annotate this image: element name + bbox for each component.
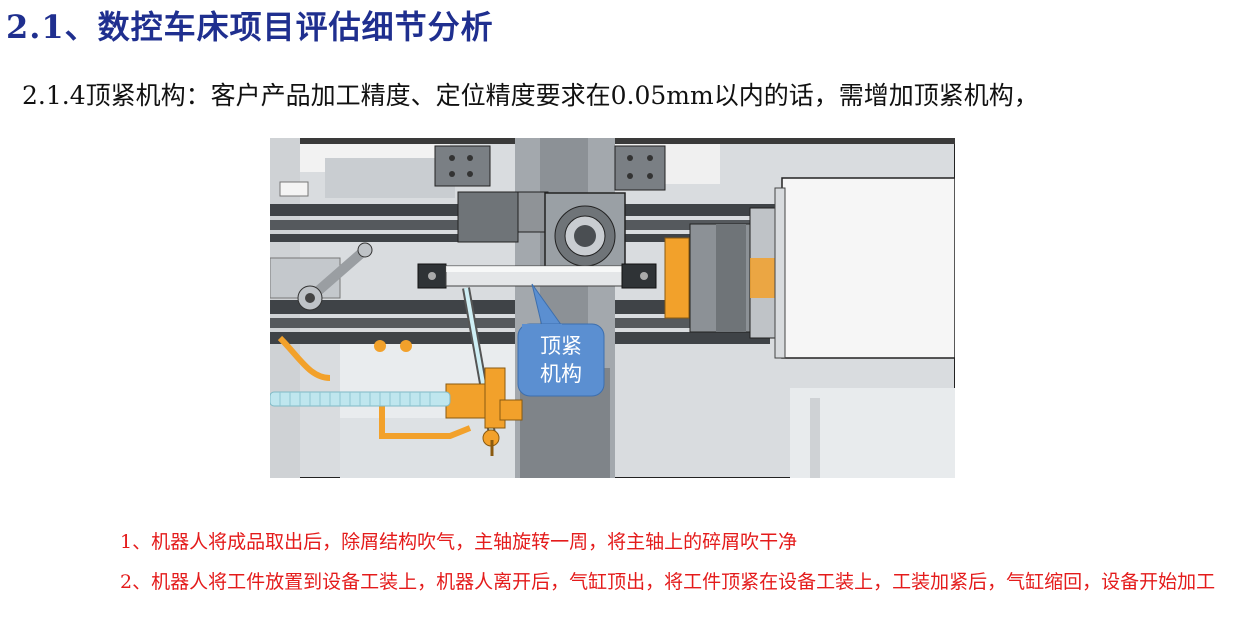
callout-line-1: 顶紧: [540, 334, 582, 358]
process-steps: 1、机器人将成品取出后，除屑结构吹气，主轴旋转一周，将主轴上的碎屑吹干净 2、机…: [120, 527, 1230, 597]
section-subtitle: 2.1.4顶紧机构：客户产品加工精度、定位精度要求在0.05mm以内的话，需增加…: [22, 81, 1039, 110]
step-2: 2、机器人将工件放置到设备工装上，机器人离开后，气缸顶出，将工件顶紧在设备工装上…: [120, 571, 1216, 593]
callout-label: 顶紧 机构: [520, 332, 602, 388]
step-1: 1、机器人将成品取出后，除屑结构吹气，主轴旋转一周，将主轴上的碎屑吹干净: [120, 531, 798, 553]
callout-line-2: 机构: [540, 362, 582, 386]
mechanism-illustration: [270, 138, 955, 478]
page-title: 2.1、数控车床项目评估细节分析: [6, 8, 494, 46]
